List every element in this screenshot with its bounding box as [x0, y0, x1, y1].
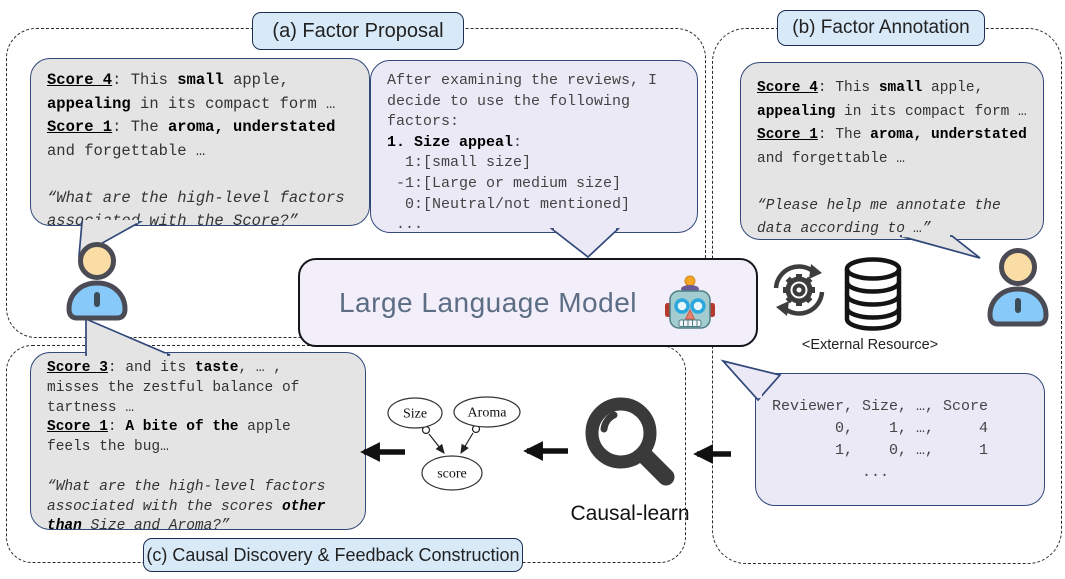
graph-node-size [387, 397, 443, 429]
bubble-text-line: associated with the Score?” [47, 212, 299, 226]
bubble-text-line: “What are the high-level factors [47, 188, 345, 207]
bubble-text-line: feels the bug… [47, 439, 169, 456]
bubble-text-line: Score 4: This small apple, [757, 80, 984, 96]
speech-bubble-factor-proposal-prompt: Score 4: This small apple, appealing in i… [30, 58, 370, 226]
bubble-text-line: Reviewer, Size, …, Score [772, 398, 989, 415]
bubble-text-line: 1, 0, …, 1 [772, 442, 989, 459]
bubble-text-line: and forgettable … [47, 141, 206, 160]
bubble-text-line: Score 3: and its taste, … , [47, 360, 282, 376]
speech-bubble-llm-factors: After examining the reviews, I decide to … [370, 60, 698, 233]
bubble-text-line [47, 163, 353, 187]
section-a-label-text: (a) Factor Proposal [272, 19, 444, 42]
bubble-text-line: misses the zestful balance of [47, 379, 300, 396]
bubble-text-line: associated with the scores other [47, 498, 326, 515]
magnifier-icon [585, 397, 675, 486]
section-a-label: (a) Factor Proposal [252, 12, 464, 50]
bubble-text-line: -1:[Large or medium size] [387, 174, 622, 192]
bubble-text-line: data according to …” [757, 221, 932, 237]
section-b-label-text: (b) Factor Annotation [792, 17, 970, 38]
bubble-text-line: 1:[small size] [387, 154, 532, 172]
causal-learn-label: Causal-learn [570, 502, 690, 525]
bubble-text-line: appealing in its compact form … [757, 103, 1027, 120]
bubble-text-line: decide to use the following [387, 92, 631, 110]
bubble-text-line: Score 1: The aroma, understated [757, 127, 1027, 143]
graph-node-aroma-label: Aroma [468, 406, 508, 421]
section-b-label: (b) Factor Annotation [777, 10, 985, 46]
bubble-text-line: ... [772, 464, 890, 481]
speech-bubble-feedback-prompt: Score 3: and its taste, … , misses the ze… [30, 352, 366, 530]
section-c-label: (c) Causal Discovery & Feedback Construc… [143, 538, 523, 572]
external-resource-label: <External Resource> [801, 337, 939, 353]
speech-bubble-annotated-data: Reviewer, Size, …, Score 0, 1, …, 4 1, 0… [755, 373, 1045, 506]
user-person-icon-left [66, 242, 128, 321]
speech-bubble-factor-annotation-prompt: Score 4: This small apple, appealing in i… [740, 62, 1044, 240]
bubble-text-line: 0, 1, …, 4 [772, 420, 989, 437]
bubble-text-line: After examining the reviews, I [387, 72, 658, 89]
bubble-text-line [757, 171, 1027, 195]
bubble-text-line [47, 458, 349, 478]
sync-gear-icon [773, 264, 825, 316]
bubble-text-line: 1. Size appeal: [387, 133, 523, 151]
bubble-text-line: Score 1: The aroma, understated [47, 118, 336, 136]
bubble-text-line: ... [387, 216, 424, 233]
robot-emoji-icon [665, 275, 715, 329]
bubble-text-line: than Size and Aroma?” [47, 518, 230, 530]
graph-node-score-label: score [437, 467, 467, 482]
section-c-label-text: (c) Causal Discovery & Feedback Construc… [146, 544, 520, 565]
bubble-text-line: tartness … [47, 399, 135, 416]
graph-node-size-label: Size [403, 407, 427, 422]
bubble-text-line: “Please help me annotate the [757, 197, 1001, 214]
user-person-icon-right [987, 248, 1049, 327]
graph-node-aroma [453, 396, 521, 428]
bubble-text-line: 0:[Neutral/not mentioned] [387, 195, 631, 213]
bubble-text-line: and forgettable … [757, 150, 905, 167]
bubble-text-line: Score 1: A bite of the apple [47, 419, 291, 436]
bubble-text-line: Score 4: This small apple, [47, 71, 289, 89]
llm-box: Large Language Model [298, 258, 758, 347]
bubble-text-line: appealing in its compact form … [47, 94, 336, 113]
llm-title: Large Language Model [338, 286, 637, 318]
database-icon [844, 257, 902, 331]
graph-node-score [421, 455, 483, 491]
causal-graph: Size Aroma score [387, 396, 521, 491]
bubble-text-line: factors: [387, 113, 460, 131]
bubble-text-line: “What are the high-level factors [47, 478, 326, 495]
